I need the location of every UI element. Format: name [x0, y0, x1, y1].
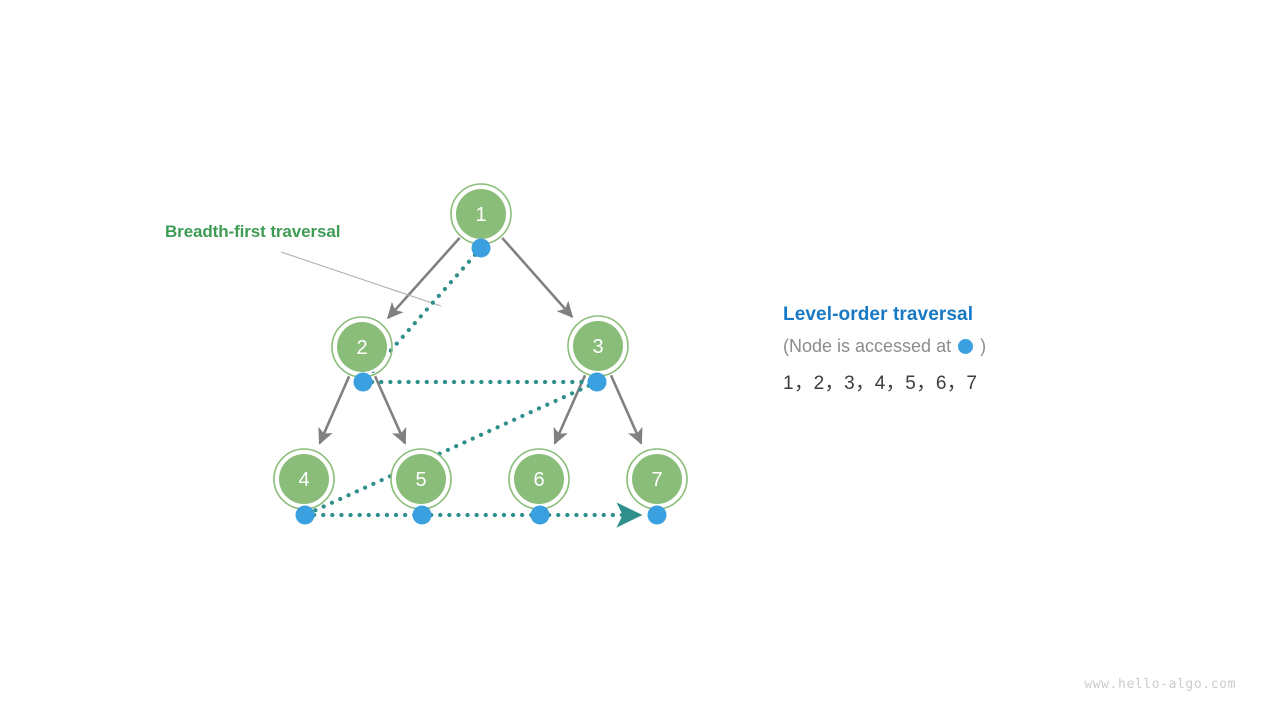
access-dot-icon — [958, 338, 974, 354]
access-dot-1 — [471, 238, 491, 258]
legend-note-after: ) — [980, 336, 987, 356]
legend-note-before: (Node is accessed at — [783, 336, 952, 356]
tree-edge-n1-n3 — [501, 237, 574, 318]
tree-edges — [318, 236, 643, 445]
traversal-segment-1 — [360, 245, 484, 385]
tree-edge-n2-n5 — [373, 375, 407, 445]
access-dot-7 — [647, 505, 667, 525]
tree-node-6: 6 — [508, 448, 570, 510]
access-dot-4 — [295, 505, 315, 525]
tree-edge-n2-n4 — [318, 375, 351, 445]
access-dot-3 — [587, 372, 607, 392]
leader-line — [280, 251, 442, 307]
site-watermark: www.hello-algo.com — [1084, 677, 1236, 692]
access-dots — [295, 238, 667, 525]
tree-nodes: 1 2 3 4 5 6 7 — [273, 183, 688, 510]
access-dot-5 — [412, 505, 432, 525]
tree-edge-n3-n6 — [553, 374, 587, 445]
tree-edge-n1-n2 — [386, 236, 461, 320]
legend-title: Level-order traversal — [783, 304, 974, 325]
traversal-sequence: 1，2，3，4，5，6，7 — [783, 373, 978, 394]
tree-node-3: 3 — [567, 315, 629, 377]
tree-node-label-6: 6 — [533, 469, 544, 491]
bfs-caption: Breadth-first traversal — [165, 222, 341, 241]
tree-node-label-3: 3 — [592, 336, 603, 358]
traversal-path — [302, 245, 643, 528]
tree-node-label-5: 5 — [415, 469, 426, 491]
tree-node-2: 2 — [331, 316, 393, 378]
tree-edge-n3-n7 — [609, 374, 643, 445]
tree-node-4: 4 — [273, 448, 335, 510]
tree-node-1: 1 — [450, 183, 512, 245]
tree-node-label-1: 1 — [475, 204, 486, 226]
access-dot-6 — [530, 505, 550, 525]
bfs-label-leader-line — [280, 251, 442, 307]
tree-node-label-7: 7 — [651, 469, 662, 491]
access-dot-2 — [353, 372, 373, 392]
tree-node-label-2: 2 — [356, 337, 367, 359]
tree-node-label-4: 4 — [298, 469, 309, 491]
legend-note: (Node is accessed at ) — [783, 333, 1203, 359]
traversal-segment-3 — [302, 379, 600, 518]
tree-node-5: 5 — [390, 448, 452, 510]
tree-node-7: 7 — [626, 448, 688, 510]
legend-panel: Level-order traversal (Node is accessed … — [783, 303, 1203, 397]
